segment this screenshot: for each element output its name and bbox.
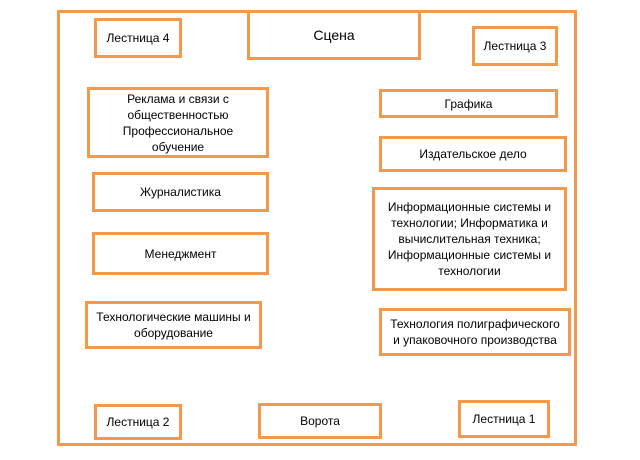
booth-advertising-pr-label: Реклама и связи с общественностью Профес… (122, 91, 234, 154)
booth-graphics-label: Графика (444, 96, 493, 111)
booth-publishing-label: Издательское дело (419, 147, 527, 161)
booth-information-systems-label: Информационные системы и технологии; Инф… (387, 200, 552, 278)
booth-graphics: Графика (379, 89, 558, 118)
stairs-4-label: Лестница 4 (106, 31, 170, 45)
stairs-3-label: Лестница 3 (483, 39, 547, 53)
booth-printing-packaging-label: Технология полиграфического и упаковочно… (390, 317, 560, 347)
stairs-4-box: Лестница 4 (94, 18, 182, 58)
stairs-2-box: Лестница 2 (94, 404, 182, 440)
stairs-1-label: Лестница 1 (472, 412, 536, 426)
booth-tech-machines-label: Технологические машины и оборудование (96, 310, 251, 340)
booth-management-label: Менеджмент (144, 246, 217, 261)
booth-journalism: Журналистика (92, 172, 269, 212)
booth-tech-machines: Технологические машины и оборудование (85, 301, 262, 349)
gate-label: Ворота (300, 414, 340, 428)
booth-publishing: Издательское дело (379, 136, 567, 172)
booth-management: Менеджмент (92, 232, 269, 275)
booth-printing-packaging: Технология полиграфического и упаковочно… (379, 308, 571, 356)
stage-label: Сцена (313, 27, 355, 43)
stairs-1-box: Лестница 1 (458, 400, 550, 438)
booth-journalism-label: Журналистика (140, 185, 221, 199)
stairs-2-label: Лестница 2 (106, 415, 170, 429)
booth-advertising-pr: Реклама и связи с общественностью Профес… (87, 87, 269, 158)
stairs-3-box: Лестница 3 (472, 26, 558, 66)
booth-information-systems: Информационные системы и технологии; Инф… (372, 187, 567, 291)
gate-box: Ворота (258, 403, 382, 439)
stage-box: Сцена (247, 10, 421, 60)
